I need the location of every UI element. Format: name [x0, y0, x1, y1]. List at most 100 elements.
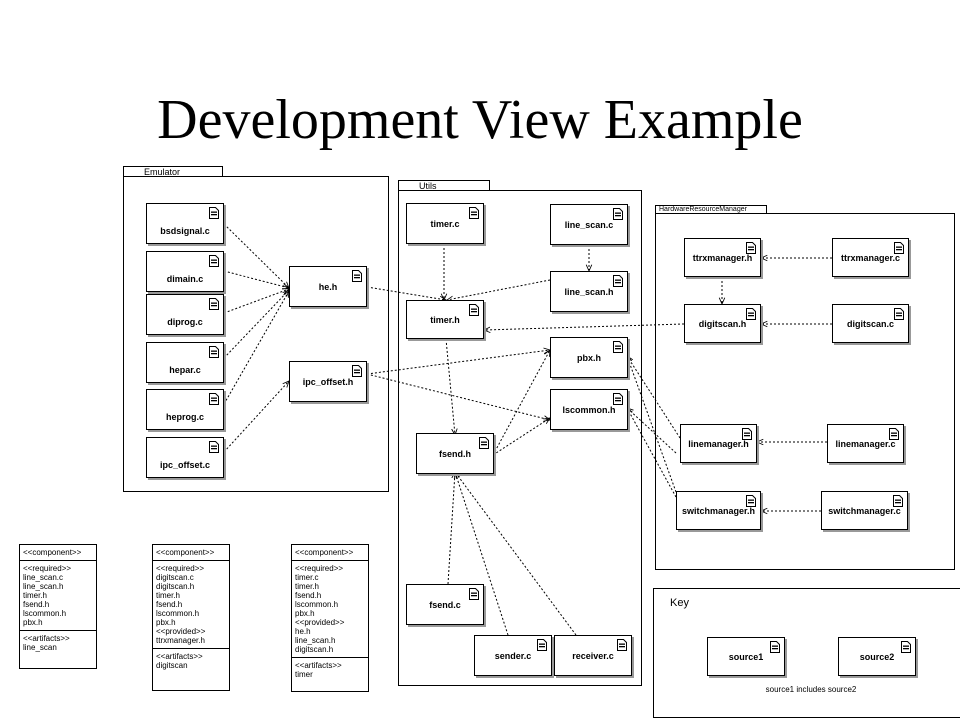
spec-header: <<component>>	[292, 545, 368, 561]
file-timer-c[interactable]: timer.c	[406, 203, 484, 244]
document-icon	[209, 441, 219, 453]
file-dimain-c[interactable]: dimain.c	[146, 251, 224, 292]
file-label: sender.c	[494, 650, 532, 661]
key-source1: source1	[707, 637, 785, 676]
file-label: pbx.h	[577, 352, 601, 363]
document-icon	[352, 270, 362, 282]
document-icon	[469, 304, 479, 316]
spec-header: <<component>>	[153, 545, 229, 561]
file-label: line_scan.h	[564, 286, 614, 297]
arrow-timer-fsend	[445, 338, 455, 435]
file-line-scan-h[interactable]: line_scan.h	[550, 271, 628, 312]
file-label: bsdsignal.c	[160, 226, 210, 236]
file-he-h[interactable]: he.h	[289, 266, 367, 307]
package-tab-utils: Utils	[398, 180, 490, 191]
arrow-heprog-he	[223, 291, 289, 405]
file-ipc-offset-c[interactable]: ipc_offset.c	[146, 437, 224, 478]
file-digitscan-h[interactable]: digitscan.h	[684, 304, 761, 343]
file-label: timer.c	[430, 218, 460, 229]
arrow-fsend-pbx	[492, 350, 550, 456]
document-icon	[352, 365, 362, 377]
key-source2-label: source2	[859, 651, 895, 662]
component-spec-digitscan: <<component>> <<required>> digitscan.c d…	[152, 544, 230, 691]
arrow-fsendc-fsendh	[447, 472, 455, 585]
document-icon	[894, 242, 904, 254]
file-pbx-h[interactable]: pbx.h	[550, 337, 628, 378]
document-icon	[209, 255, 219, 267]
document-icon	[479, 437, 489, 449]
file-ttrxmanager-h[interactable]: ttrxmanager.h	[684, 238, 761, 277]
component-spec-timer: <<component>> <<required>> timer.c timer…	[291, 544, 369, 692]
document-icon	[617, 639, 627, 651]
spec-artifacts: <<artifacts>> timer	[295, 661, 342, 679]
arrow-diprog-he	[223, 289, 289, 314]
arrow-fsend-lscommon	[492, 418, 550, 456]
arrow-linescan-timer	[447, 279, 551, 300]
document-icon	[742, 428, 752, 440]
document-icon	[889, 428, 899, 440]
arrow-linemanager-pbx	[627, 356, 681, 439]
file-lscommon-h[interactable]: lscommon.h	[550, 389, 628, 430]
document-icon	[209, 298, 219, 310]
document-icon	[209, 207, 219, 219]
spec-header: <<component>>	[20, 545, 96, 561]
file-linemanager-h[interactable]: linemanager.h	[680, 424, 757, 463]
arrow-ipcoffset-pbx	[366, 350, 550, 375]
file-bsdsignal-c[interactable]: bsdsignal.c	[146, 203, 224, 244]
file-diprog-c[interactable]: diprog.c	[146, 294, 224, 335]
file-label: ipc_offset.c	[159, 460, 210, 470]
file-label: ipc_offset.h	[302, 376, 354, 387]
file-label: dimain.c	[166, 274, 204, 284]
file-linemanager-c[interactable]: linemanager.c	[827, 424, 904, 463]
arrow-digitscan-timer	[484, 323, 685, 330]
file-receiver-c[interactable]: receiver.c	[554, 635, 632, 676]
key-caption: source1 includes source2	[765, 685, 857, 694]
component-spec-line-scan: <<component>> <<required>> line_scan.c l…	[19, 544, 97, 669]
arrow-bsdsignal-he	[223, 223, 289, 288]
document-icon	[613, 275, 623, 287]
arrow-he-timer	[366, 286, 446, 300]
file-hepar-c[interactable]: hepar.c	[146, 342, 224, 383]
document-icon	[893, 495, 903, 507]
file-ipc-offset-h[interactable]: ipc_offset.h	[289, 361, 367, 402]
package-tab-emulator: Emulator	[123, 166, 223, 177]
spec-artifacts: <<artifacts>> line_scan	[23, 634, 70, 652]
package-tab-hardware: HardwareResourceManager	[655, 205, 767, 214]
file-switchmanager-c[interactable]: switchmanager.c	[821, 491, 908, 530]
document-icon	[746, 495, 756, 507]
arrow-sender-fsend	[455, 472, 509, 636]
file-label: switchmanager.h	[681, 505, 756, 516]
file-label: linemanager.c	[835, 438, 896, 449]
document-icon	[209, 346, 219, 358]
file-label: timer.h	[430, 314, 460, 325]
key-source2: source2	[838, 637, 916, 676]
file-digitscan-c[interactable]: digitscan.c	[832, 304, 909, 343]
spec-required: <<required>> line_scan.c line_scan.h tim…	[20, 561, 96, 631]
document-icon	[901, 641, 911, 653]
file-label: linemanager.h	[688, 438, 749, 449]
spec-required: <<required>> timer.c timer.h fsend.h lsc…	[292, 561, 368, 658]
file-label: switchmanager.c	[828, 505, 901, 516]
document-icon	[537, 639, 547, 651]
document-icon	[746, 308, 756, 320]
file-line-scan-c[interactable]: line_scan.c	[550, 204, 628, 245]
file-label: he.h	[318, 281, 338, 292]
spec-required: <<required>> digitscan.c digitscan.h tim…	[153, 561, 229, 649]
file-switchmanager-h[interactable]: switchmanager.h	[676, 491, 761, 530]
arrow-switchmanager-pbx	[627, 356, 677, 493]
file-ttrxmanager-c[interactable]: ttrxmanager.c	[832, 238, 909, 277]
file-fsend-h[interactable]: fsend.h	[416, 433, 494, 474]
file-heprog-c[interactable]: heprog.c	[146, 389, 224, 430]
file-sender-c[interactable]: sender.c	[474, 635, 552, 676]
file-timer-h[interactable]: timer.h	[406, 300, 484, 339]
file-fsend-c[interactable]: fsend.c	[406, 584, 484, 625]
key-source1-label: source1	[728, 651, 764, 662]
document-icon	[469, 588, 479, 600]
document-icon	[613, 341, 623, 353]
arrow-switchmanager-lscommon	[627, 408, 677, 498]
document-icon	[209, 393, 219, 405]
file-label: hepar.c	[169, 365, 201, 375]
file-label: receiver.c	[572, 650, 614, 661]
document-icon	[469, 207, 479, 219]
